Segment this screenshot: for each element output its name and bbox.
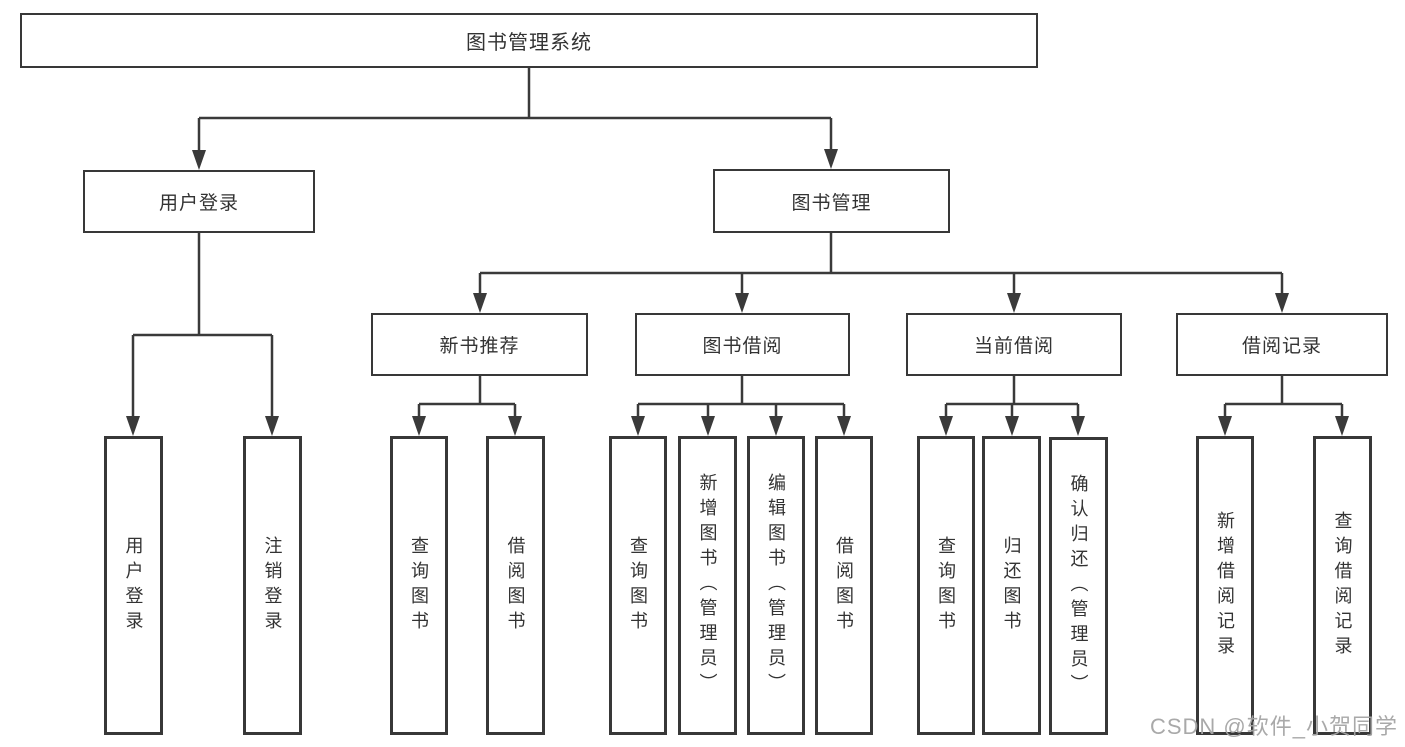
node-library-management-system: 图书管理系统 bbox=[20, 13, 1038, 68]
leaf-bb-query-books: 查询图书 bbox=[609, 436, 667, 735]
node-book-management: 图书管理 bbox=[713, 169, 950, 233]
leaf-logout: 注销登录 bbox=[243, 436, 302, 735]
leaf-bb-edit-books-admin: 编辑图书（管理员） bbox=[747, 436, 805, 735]
node-user-login: 用户登录 bbox=[83, 170, 315, 233]
leaf-cb-return-books: 归还图书 bbox=[982, 436, 1041, 735]
arrowheads bbox=[126, 149, 1349, 436]
leaf-bb-borrow-books: 借阅图书 bbox=[815, 436, 873, 735]
node-new-book-recommendation: 新书推荐 bbox=[371, 313, 588, 376]
leaf-cb-confirm-return-admin: 确认归还（管理员） bbox=[1049, 437, 1108, 735]
node-book-borrowing: 图书借阅 bbox=[635, 313, 850, 376]
leaf-nbr-borrow-books: 借阅图书 bbox=[486, 436, 545, 735]
leaf-bb-add-books-admin: 新增图书（管理员） bbox=[678, 436, 737, 735]
leaf-nbr-query-books: 查询图书 bbox=[390, 436, 448, 735]
leaf-br-query-borrow-record: 查询借阅记录 bbox=[1313, 436, 1372, 735]
leaf-br-add-borrow-record: 新增借阅记录 bbox=[1196, 436, 1254, 735]
leaf-user-login: 用户登录 bbox=[104, 436, 163, 735]
csdn-watermark: CSDN @软件_小贺同学 bbox=[1149, 714, 1398, 739]
node-borrowing-records: 借阅记录 bbox=[1176, 313, 1388, 376]
leaf-cb-query-books: 查询图书 bbox=[917, 436, 975, 735]
node-current-borrowing: 当前借阅 bbox=[906, 313, 1122, 376]
